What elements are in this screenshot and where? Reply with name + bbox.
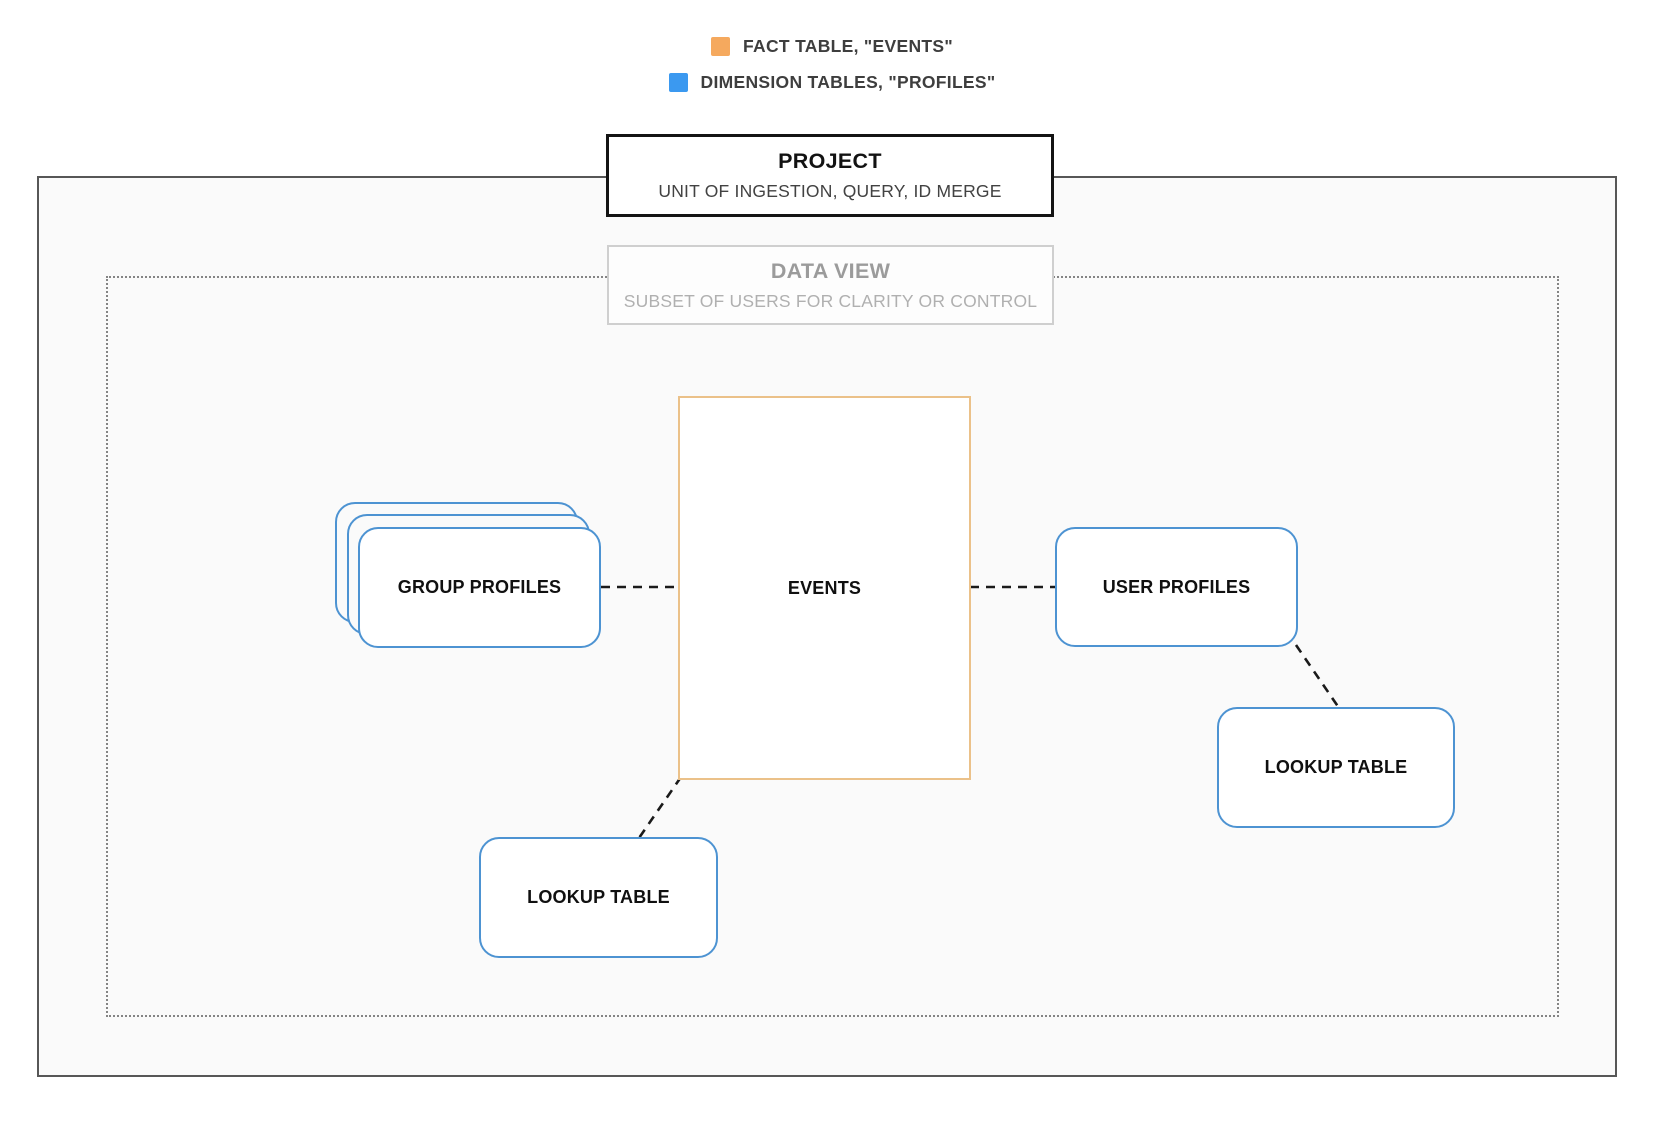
legend-item-label: FACT TABLE, "EVENTS" [743,36,953,56]
fact-table-swatch-icon [711,37,731,56]
node-lookup-table-bottom-label: LOOKUP TABLE [527,887,670,907]
legend: FACT TABLE, "EVENTS" DIMENSION TABLES, "… [0,36,1664,93]
node-events: EVENTS [678,396,971,780]
node-events-label: EVENTS [787,577,862,598]
node-lookup-table-right-label: LOOKUP TABLE [1264,757,1408,777]
legend-item-dimension-tables: DIMENSION TABLES, "PROFILES" [668,72,996,93]
node-group-profiles-label: GROUP PROFILES [397,577,562,597]
node-lookup-table-right: LOOKUP TABLE [1217,707,1455,828]
node-user-profiles-label: USER PROFILES [1102,576,1251,597]
project-title: PROJECT [778,149,882,173]
legend-item-label: DIMENSION TABLES, "PROFILES" [700,72,996,92]
data-view-subtitle: SUBSET OF USERS FOR CLARITY OR CONTROL [623,290,1038,311]
dimension-tables-swatch-icon [668,73,688,92]
node-group-profiles: GROUP PROFILES [335,502,601,649]
data-view-title: DATA VIEW [770,258,891,283]
node-user-profiles: USER PROFILES [1055,527,1298,647]
data-view-title-box: DATA VIEW SUBSET OF USERS FOR CLARITY OR… [607,245,1054,325]
group-profiles-card-front: GROUP PROFILES [358,527,601,648]
project-title-box: PROJECT UNIT OF INGESTION, QUERY, ID MER… [606,134,1054,217]
node-lookup-table-bottom: LOOKUP TABLE [479,837,718,958]
project-subtitle: UNIT OF INGESTION, QUERY, ID MERGE [658,181,1002,201]
legend-item-fact-table: FACT TABLE, "EVENTS" [711,36,953,57]
